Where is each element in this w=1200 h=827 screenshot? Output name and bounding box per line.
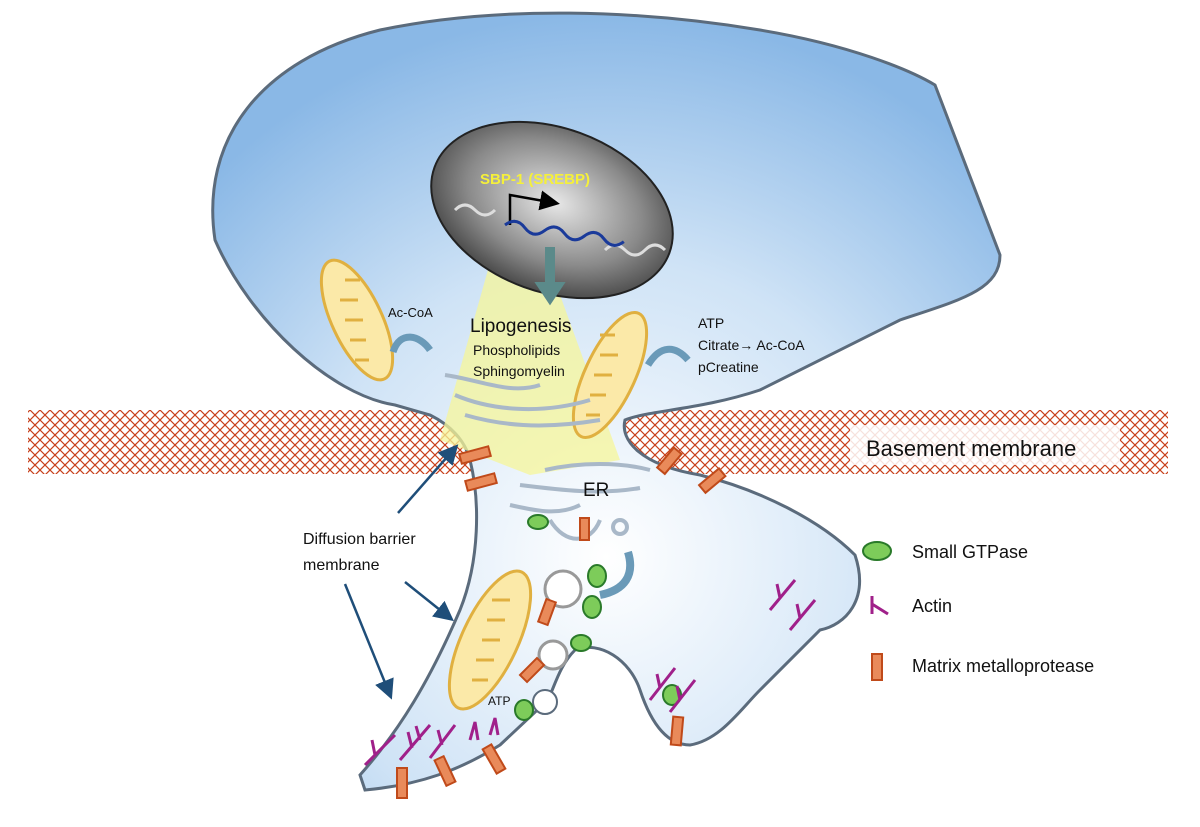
basement-membrane-label: Basement membrane: [866, 436, 1076, 461]
er-label: ER: [583, 480, 609, 501]
diffusion-barrier-arrow: [397, 444, 459, 514]
mitochondrion-left: [319, 258, 395, 382]
diffusion-barrier-label-1: Diffusion barrier: [303, 531, 416, 548]
legend-label-small-gtpase: Small GTPase: [912, 542, 1028, 562]
actin-icon: [870, 596, 889, 616]
diffusion-barrier-arrow: [343, 583, 394, 700]
vesicle: [537, 639, 569, 671]
atp-arrow: [644, 345, 691, 367]
expression-arrow: [534, 247, 566, 306]
atp-label: ATP: [698, 315, 724, 331]
diffusion-barrier-arrow: [404, 581, 454, 622]
ac-coa-arrow: [389, 333, 433, 354]
phospholipids-label: Phospholipids: [473, 342, 560, 358]
legend-label-mmp: Matrix metalloprotease: [912, 656, 1094, 676]
basement-membrane-label-bg: [850, 425, 1120, 465]
gene-label: SBP-1 (SREBP): [480, 171, 590, 188]
mitochondrion-lower: [447, 569, 533, 711]
atp-lower-label: ATP: [488, 694, 510, 708]
small-gtpase-icon: [862, 541, 892, 561]
actin-filaments: [363, 579, 817, 767]
endoplasmic-reticulum: [509, 462, 651, 541]
matrix-metalloproteases: [396, 445, 727, 799]
legend-label-actin: Actin: [912, 596, 952, 616]
ac-coa-label: Ac-CoA: [388, 305, 433, 320]
pcreatine-label: pCreatine: [698, 359, 759, 375]
legend: Small GTPase Actin Matrix metalloproteas…: [862, 541, 1094, 681]
small-gtpases: [514, 514, 682, 721]
diffusion-barrier-label-2: membrane: [303, 557, 380, 574]
vesicle: [543, 569, 583, 609]
mitochondrion-right: [571, 310, 649, 440]
vesicle-transport-arrow: [599, 550, 635, 599]
golgi: [444, 373, 601, 428]
lipogenesis-label: Lipogenesis: [470, 316, 571, 337]
matrix-metalloprotease-icon: [871, 653, 883, 681]
citrate-label: Citrate→ Ac-CoA: [698, 337, 805, 353]
membrane-pit: [532, 689, 558, 715]
sphingomyelin-label: Sphingomyelin: [473, 363, 565, 379]
dna-helix-gene: [504, 219, 625, 247]
transcription-start-arrow: [508, 190, 560, 225]
